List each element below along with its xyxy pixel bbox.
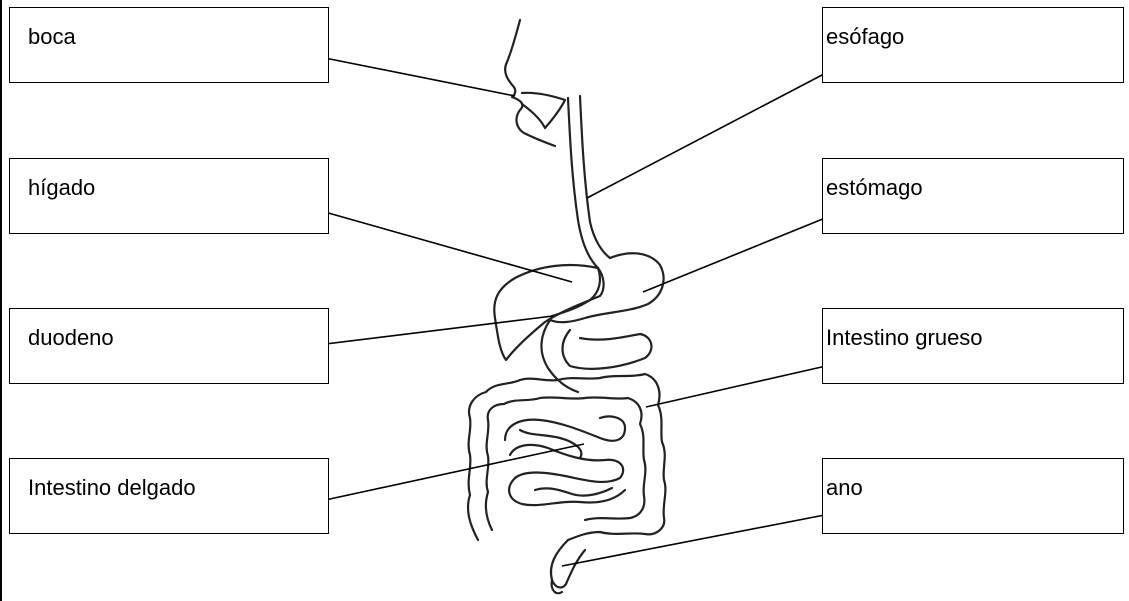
pointer-line-intestino-delgado [293,444,584,507]
label-intestino-delgado: Intestino delgado [28,475,196,501]
label-ano: ano [826,475,863,501]
small-intestine-coil-1 [505,416,625,440]
label-box-boca: boca [9,7,329,83]
pointer-line-estomago [643,212,840,292]
face-profile-outline [505,20,555,146]
pointer-line-intestino-grueso [646,366,826,407]
esophagus-right-wall [580,96,610,258]
small-intestine-coil-2 [510,445,623,482]
pointer-line-higado [300,205,572,282]
label-higado: hígado [28,175,95,201]
pointer-line-boca [305,54,515,96]
label-intestino-grueso: Intestino grueso [826,325,983,351]
label-boca: boca [28,24,76,50]
label-duodeno: duodeno [28,325,114,351]
mouth-cavity-outline [522,93,565,128]
pointer-line-ano [562,512,840,566]
label-box-ano: ano [822,458,1124,534]
liver-outline [494,265,603,360]
label-box-estomago: estómago [822,158,1124,234]
rectum-outline [551,540,585,587]
esophagus-left-wall [568,98,598,268]
label-box-intestino-delgado: Intestino delgado [9,458,329,534]
pointer-line-duodeno [293,316,553,348]
stomach-inner [552,268,600,316]
label-box-intestino-grueso: Intestino grueso [822,308,1124,384]
small-intestine-coil-5 [535,488,612,496]
label-box-duodeno: duodeno [9,308,329,384]
label-estomago: estómago [826,175,923,201]
label-box-esofago: esófago [822,7,1124,83]
duodenum-loop [563,330,652,369]
label-box-higado: hígado [9,158,329,234]
label-esofago: esófago [826,24,904,50]
